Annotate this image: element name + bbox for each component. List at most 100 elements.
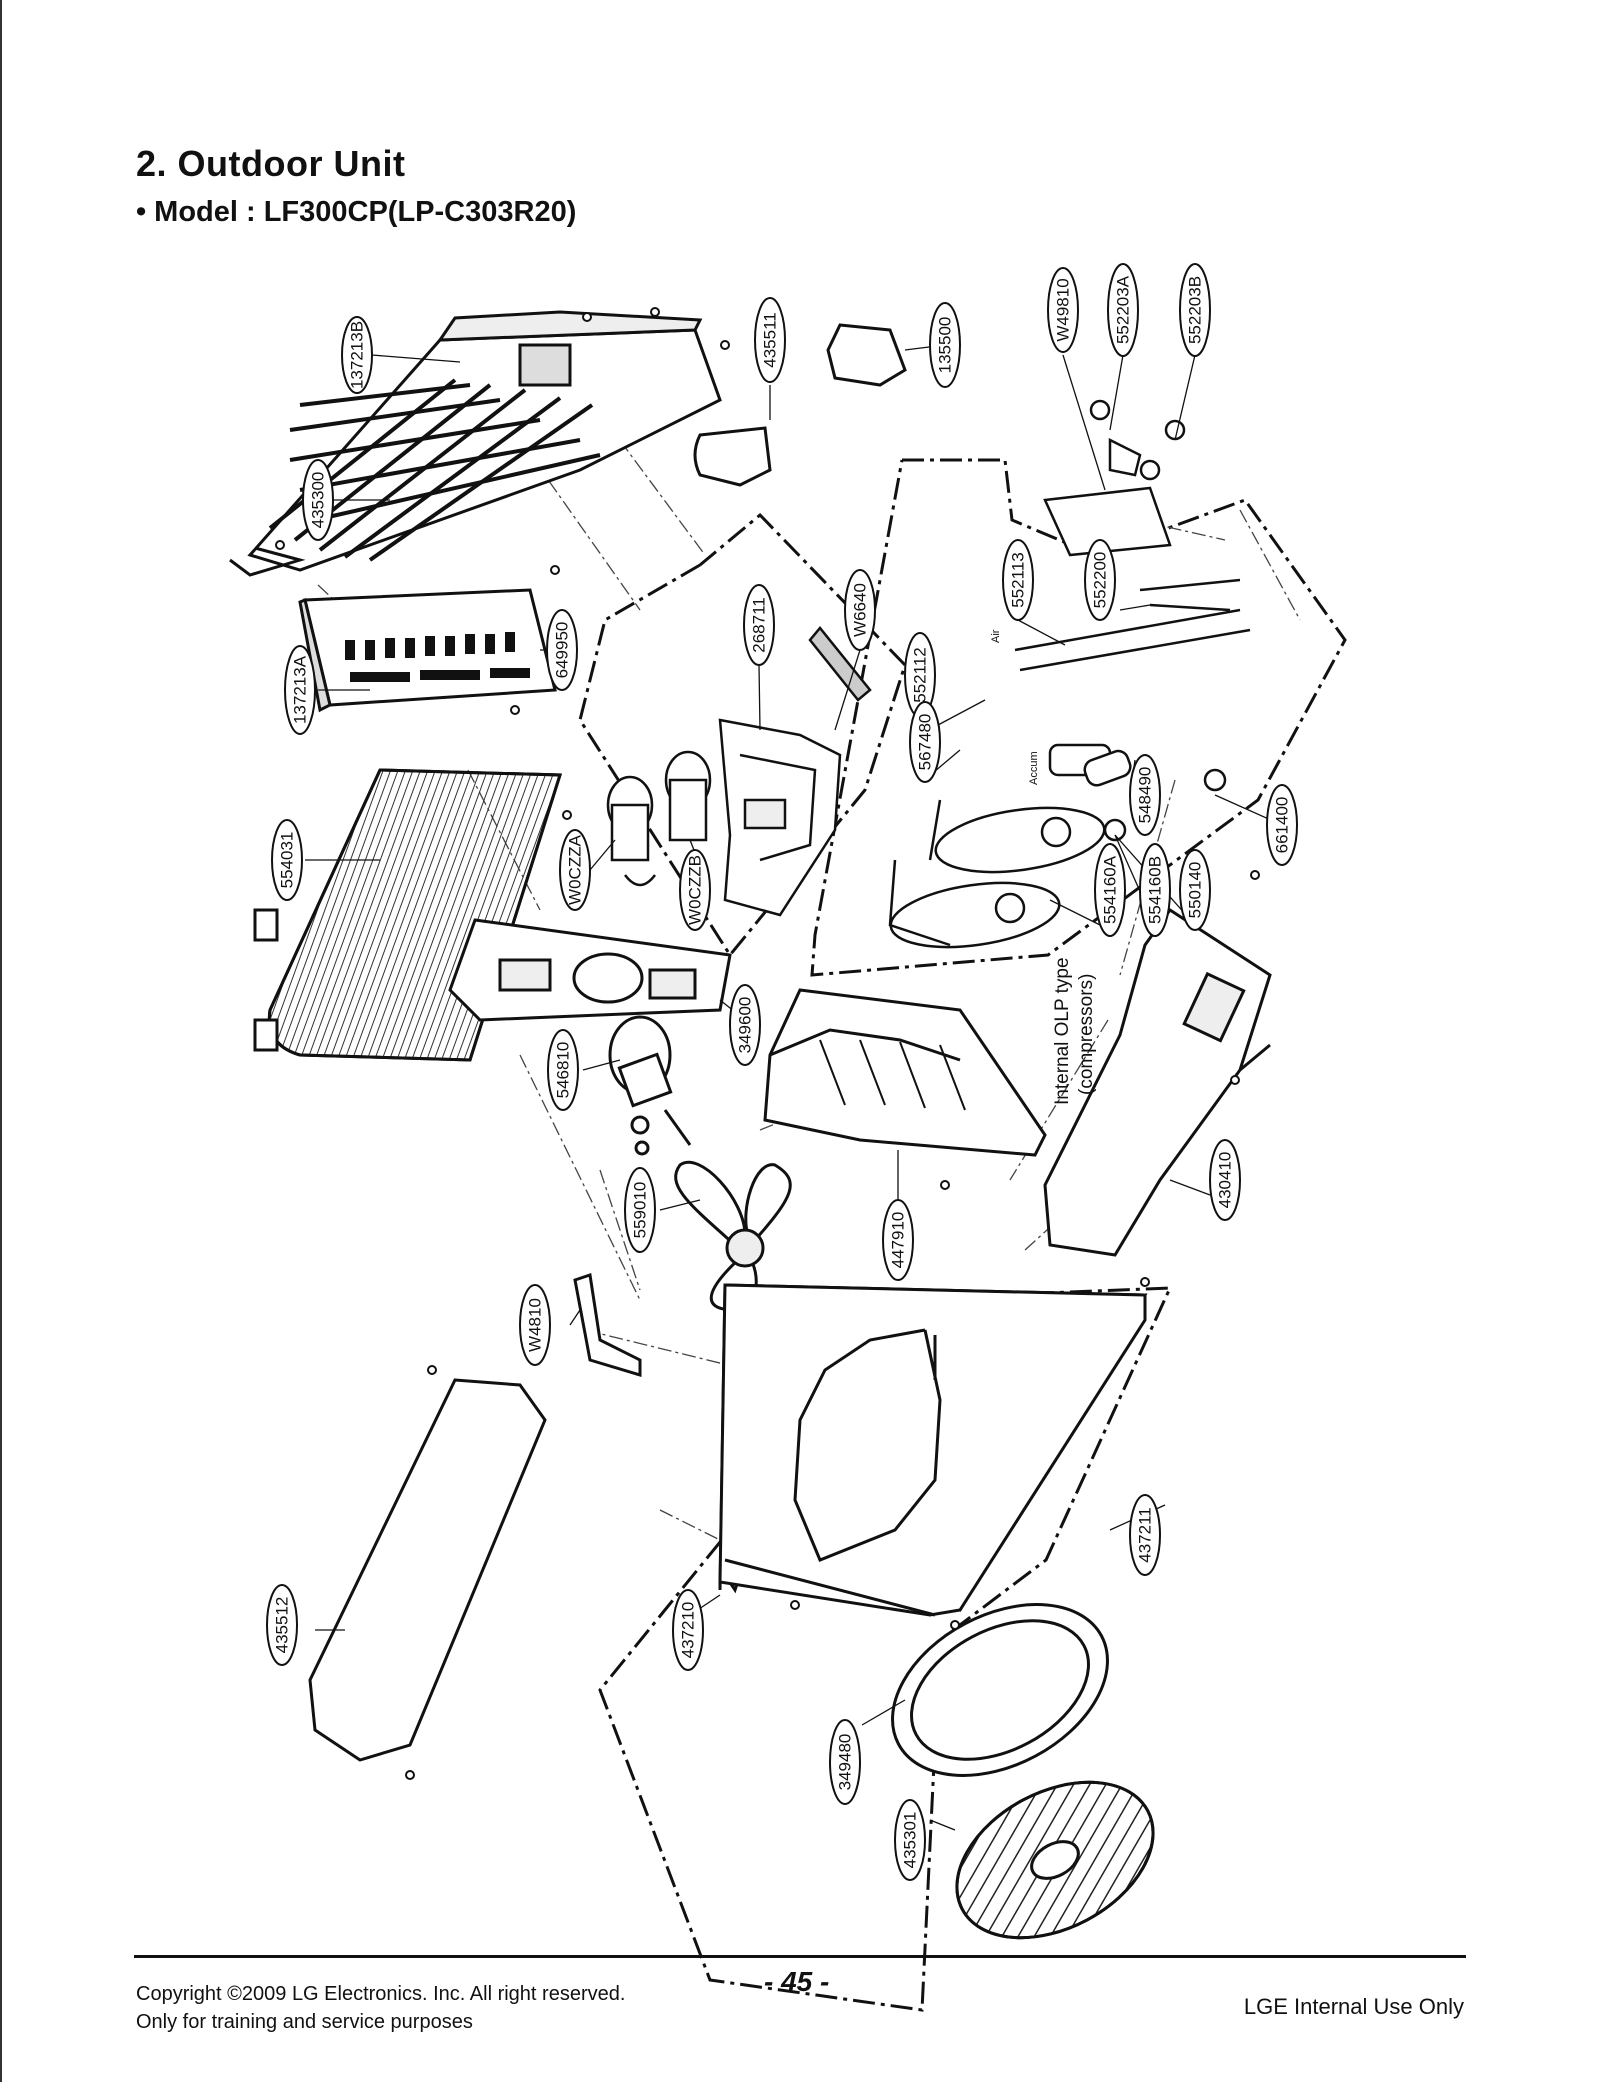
fan-motor-part (608, 1015, 692, 1156)
callout-ellipse (894, 1799, 926, 1881)
callout-text: 437211 (1136, 1507, 1155, 1562)
callout-554160b: 554160B (1139, 843, 1171, 937)
air-note: Air (990, 629, 1002, 643)
fan-guard-part (955, 1780, 1155, 1940)
callout-ellipse (929, 302, 961, 388)
callout-text: 550140 (1186, 862, 1205, 919)
copyright: Copyright ©2009 LG Electronics. Inc. All… (136, 1980, 625, 2036)
callout-text: 554031 (278, 832, 297, 889)
model-name: Model : LF300CP(LP-C303R20) (154, 196, 577, 228)
page-number: - 45 - (764, 1966, 830, 1997)
callout-649950: 649950 (546, 609, 578, 691)
callout-text: W4810 (526, 1298, 545, 1352)
callout-ellipse (743, 584, 775, 666)
top-panel-part (229, 310, 722, 577)
model-subtitle: •Model : LF300CP(LP-C303R20) (136, 196, 576, 229)
callout-ellipse (559, 829, 591, 911)
callout-text: 349600 (736, 997, 755, 1054)
callout-550140: 550140 (1179, 849, 1211, 931)
accum-note: Accum (1028, 751, 1040, 785)
callout-ellipse (341, 316, 373, 394)
callout-text: W6640 (851, 583, 870, 637)
callout-268711: 268711 (743, 584, 775, 666)
callout-text: 137213A (291, 655, 310, 724)
callout-text: 435300 (309, 472, 328, 529)
callout-ellipse (1084, 539, 1116, 621)
callout-ellipse (266, 1584, 298, 1666)
callout-text: 546810 (554, 1042, 573, 1099)
refrigeration-parts (888, 399, 1251, 949)
bullet: • (136, 196, 147, 228)
callout-437211: 437211 (1129, 1494, 1161, 1576)
callout-554031: 554031 (271, 819, 303, 901)
callout-ellipse (271, 819, 303, 901)
callout-137213a: 137213A (284, 645, 316, 735)
control-box-part (606, 626, 872, 917)
callout-435300: 435300 (302, 459, 334, 541)
callout-349480: 349480 (829, 1719, 861, 1805)
side-panel-part (298, 588, 557, 713)
callout-text: 554160B (1146, 856, 1165, 924)
callout-ellipse (1129, 754, 1161, 836)
callout-text: W0CZZA (566, 834, 585, 905)
page-title: 2. Outdoor Unit (136, 143, 406, 184)
callout-text: 349480 (836, 1734, 855, 1791)
callout-435301: 435301 (894, 1799, 926, 1881)
callout-ellipse (1047, 267, 1079, 353)
callout-552203a: 552203A (1107, 263, 1139, 357)
callout-559010: 559010 (624, 1167, 656, 1253)
callout-447910: 447910 (882, 1199, 914, 1281)
olp-note-line2: (compressors) (1076, 974, 1097, 1095)
bottom-chassis-outline (598, 1286, 1173, 2012)
callout-text: 552203B (1186, 276, 1205, 344)
callout-ellipse (1094, 843, 1126, 937)
callout-554160a: 554160A (1094, 843, 1126, 937)
callout-ellipse (284, 645, 316, 735)
callout-ellipse (1107, 263, 1139, 357)
compressor-b (889, 881, 1061, 949)
callout-349600: 349600 (729, 984, 761, 1066)
orifice-part (891, 1603, 1109, 1777)
callout-w4810: W4810 (519, 1284, 551, 1366)
callout-435512: 435512 (266, 1584, 298, 1666)
callout-w0czzb: W0CZZB (679, 849, 711, 931)
callout-w6640: W6640 (844, 569, 876, 651)
callout-text: 552112 (911, 647, 930, 702)
callout-text: 567480 (916, 714, 935, 771)
footer-rule (134, 1955, 1466, 1958)
callout-ellipse (829, 1719, 861, 1805)
callout-text: 435301 (901, 1812, 920, 1869)
callout-w0czza: W0CZZA (559, 829, 591, 911)
copyright-line2: Only for training and service purposes (136, 2011, 473, 2033)
callout-ellipse (547, 1029, 579, 1111)
front-panel-part (308, 1378, 547, 1762)
callout-ellipse (1129, 1494, 1161, 1576)
callout-435511: 435511 (754, 297, 786, 383)
callout-ellipse (624, 1167, 656, 1253)
callout-ellipse (1266, 784, 1298, 866)
callout-text: W0CZZB (686, 855, 705, 925)
base-pan-part (1043, 907, 1272, 1257)
callout-552200: 552200 (1084, 539, 1116, 621)
callout-430410: 430410 (1209, 1139, 1241, 1221)
callout-text: W49810 (1054, 278, 1073, 341)
callout-ellipse (546, 609, 578, 691)
top-small-parts (693, 323, 907, 487)
callout-ellipse (679, 849, 711, 931)
callout-ellipse (519, 1284, 551, 1366)
callout-ellipse (302, 459, 334, 541)
callout-ellipse (729, 984, 761, 1066)
callout-text: 430410 (1216, 1152, 1235, 1209)
callout-text: 135500 (936, 317, 955, 374)
callout-text: 554160A (1101, 855, 1120, 924)
callout-ellipse (1139, 843, 1171, 937)
callout-text: 447910 (889, 1212, 908, 1269)
cabinet-part (718, 1283, 1148, 1617)
callout-135500: 135500 (929, 302, 961, 388)
callout-552112: 552112 (904, 632, 936, 718)
callout-548490: 548490 (1129, 754, 1161, 836)
callout-text: 435511 (761, 312, 780, 367)
callout-text: 552203A (1114, 275, 1133, 344)
